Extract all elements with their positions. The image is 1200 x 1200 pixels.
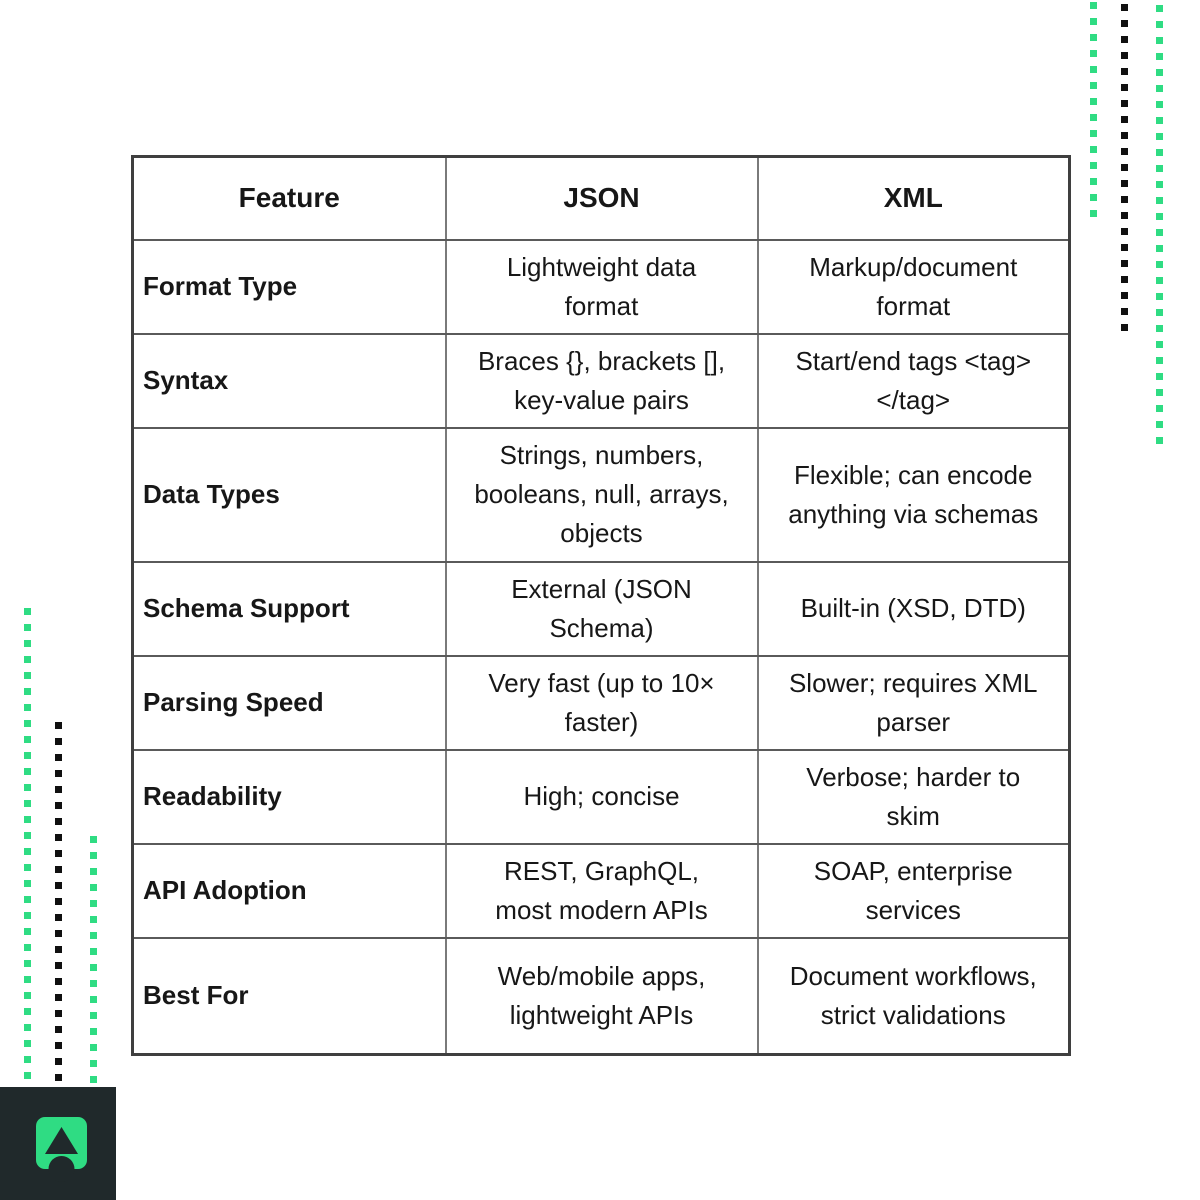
column-header-feature: Feature <box>131 155 447 241</box>
table-row-parsing-speed: Parsing Speed Very fast (up to 10× faste… <box>131 654 1071 751</box>
json-cell: Strings, numbers, booleans, null, arrays… <box>444 426 759 563</box>
xml-cell: Built-in (XSD, DTD) <box>756 560 1071 657</box>
feature-cell: API Adoption <box>131 842 447 939</box>
xml-cell: Flexible; can encode anything via schema… <box>756 426 1071 563</box>
json-cell: Braces {}, brackets [], key-value pairs <box>444 332 759 429</box>
table-row-best-for: Best For Web/mobile apps, lightweight AP… <box>131 936 1071 1056</box>
column-header-xml: XML <box>756 155 1071 241</box>
table-row-api-adoption: API Adoption REST, GraphQL, most modern … <box>131 842 1071 939</box>
comparison-table: Feature JSON XML Format Type Lightweight… <box>131 155 1071 1056</box>
decor-dots-black-top-right <box>1121 4 1128 331</box>
decor-dots-green-bottom-left-1 <box>24 608 31 1087</box>
table-row-format-type: Format Type Lightweight data format Mark… <box>131 238 1071 335</box>
header-row: Feature JSON XML <box>131 155 1071 241</box>
xml-cell: Start/end tags <tag> </tag> <box>756 332 1071 429</box>
feature-cell: Readability <box>131 748 447 845</box>
feature-cell: Best For <box>131 936 447 1056</box>
xml-cell: Verbose; harder to skim <box>756 748 1071 845</box>
json-cell: REST, GraphQL, most modern APIs <box>444 842 759 939</box>
json-cell: Web/mobile apps, lightweight APIs <box>444 936 759 1056</box>
table-row-data-types: Data Types Strings, numbers, booleans, n… <box>131 426 1071 563</box>
xml-cell: Slower; requires XML parser <box>756 654 1071 751</box>
table-row-syntax: Syntax Braces {}, brackets [], key-value… <box>131 332 1071 429</box>
table-row-schema-support: Schema Support External (JSON Schema) Bu… <box>131 560 1071 657</box>
json-cell: Very fast (up to 10× faster) <box>444 654 759 751</box>
table-row-readability: Readability High; concise Verbose; harde… <box>131 748 1071 845</box>
decor-dots-black-bottom-left <box>55 722 62 1089</box>
xml-cell: Document workflows, strict validations <box>756 936 1071 1056</box>
decor-dots-green-top-right-1 <box>1090 2 1097 217</box>
decor-dots-green-bottom-left-2 <box>90 836 97 1083</box>
brand-logo <box>0 1087 116 1200</box>
xml-cell: Markup/document format <box>756 238 1071 335</box>
feature-cell: Parsing Speed <box>131 654 447 751</box>
decor-dots-green-top-right-2 <box>1156 5 1163 444</box>
column-header-json: JSON <box>444 155 759 241</box>
feature-cell: Syntax <box>131 332 447 429</box>
json-cell: Lightweight data format <box>444 238 759 335</box>
feature-cell: Format Type <box>131 238 447 335</box>
arrow-up-badge-icon <box>36 1117 87 1182</box>
feature-cell: Data Types <box>131 426 447 563</box>
feature-cell: Schema Support <box>131 560 447 657</box>
json-cell: High; concise <box>444 748 759 845</box>
xml-cell: SOAP, enterprise services <box>756 842 1071 939</box>
json-cell: External (JSON Schema) <box>444 560 759 657</box>
